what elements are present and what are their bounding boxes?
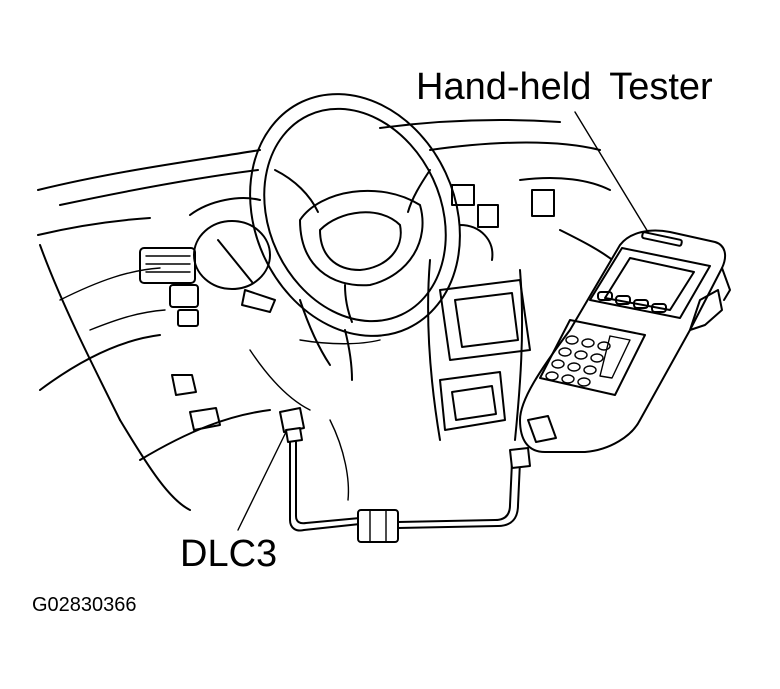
instrument-cluster [189, 197, 276, 313]
figure-code: G02830366 [32, 594, 137, 616]
tester-keypad [545, 335, 631, 387]
steering-wheel [249, 93, 461, 381]
tester-function-keys [597, 291, 667, 313]
dlc3-connector [279, 407, 305, 443]
hand-held-tester-device [519, 229, 731, 453]
diagnostic-cable [289, 441, 531, 543]
tester-leader-line [574, 111, 649, 233]
dlc3-label: DLC3 [180, 533, 278, 575]
center-console [249, 184, 555, 501]
tester-label: Hand-held Tester [416, 66, 713, 108]
left-vent [139, 247, 221, 431]
dlc3-leader-line [237, 431, 287, 531]
